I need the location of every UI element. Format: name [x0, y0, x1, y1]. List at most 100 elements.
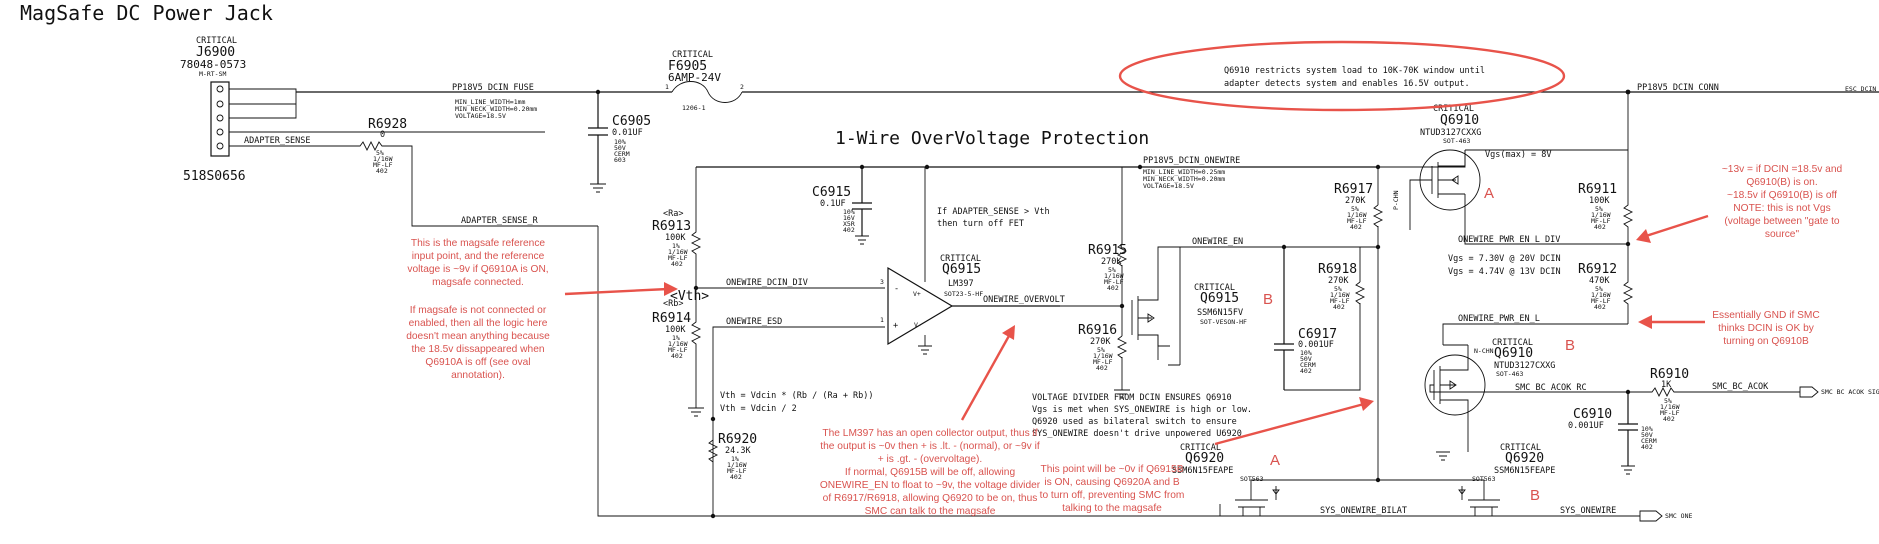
capacitor-c6905: C6905 0.01UF 10% 50V CERM 603: [588, 89, 651, 193]
svg-text:24.3K: 24.3K: [725, 446, 751, 456]
net-dcin-fuse: PP18V5_DCIN_FUSE: [452, 83, 534, 93]
svg-text:270K: 270K: [1101, 257, 1122, 267]
svg-text:Q6915: Q6915: [1200, 291, 1239, 306]
svg-text:Q6910: Q6910: [1440, 113, 1479, 128]
net-onewire-overvolt: ONEWIRE_OVERVOLT: [983, 295, 1065, 305]
svg-text:Q6910(B) is on.: Q6910(B) is on.: [1746, 177, 1817, 188]
svg-text:VOLTAGE DIVIDER FROM DCIN ENSU: VOLTAGE DIVIDER FROM DCIN ENSURES Q6910: [1032, 393, 1232, 403]
svg-text:0: 0: [380, 130, 385, 140]
svg-text:10%: 10%: [614, 138, 626, 146]
svg-text:CRITICAL: CRITICAL: [1433, 104, 1474, 114]
svg-text:R6911: R6911: [1578, 182, 1617, 197]
mosfet-q6910a: P-CHN CRITICAL Q6910 NTUD3127CXXG SOT-46…: [1392, 104, 1494, 212]
svg-text:the 18.5v dissappeared when: the 18.5v dissappeared when: [411, 344, 544, 355]
svg-text:402: 402: [671, 352, 683, 360]
svg-text:5%: 5%: [1097, 346, 1105, 354]
svg-text:402: 402: [1333, 303, 1345, 311]
svg-text:Vgs is met when SYS_ONEWIRE is: Vgs is met when SYS_ONEWIRE is high or l…: [1032, 405, 1252, 415]
svg-text:0.001UF: 0.001UF: [1298, 340, 1334, 350]
svg-text:X5R: X5R: [843, 220, 855, 228]
mosfet-q6910b: N-CHN CRITICAL Q6910 NTUD3127CXXG SOT-46…: [1424, 337, 1575, 420]
svg-text:VOLTAGE=18.5V: VOLTAGE=18.5V: [455, 112, 506, 120]
svg-text:5%: 5%: [1664, 397, 1672, 405]
svg-text:50V: 50V: [1641, 431, 1653, 439]
svg-text:0.1UF: 0.1UF: [820, 199, 846, 209]
svg-text:MF-LF: MF-LF: [1093, 358, 1113, 366]
svg-text:603: 603: [614, 156, 626, 164]
svg-text:SYS_ONEWIRE doesn't drive unpo: SYS_ONEWIRE doesn't drive unpowered U692…: [1032, 429, 1242, 439]
svg-text:ESC DCIN: ESC DCIN: [1845, 85, 1876, 93]
svg-text:SOT-463: SOT-463: [1443, 137, 1470, 145]
svg-text:0.001UF: 0.001UF: [1568, 421, 1604, 431]
annotation-lm397: The LM397 has an open collector output, …: [820, 325, 1041, 517]
svg-text:MF-LF: MF-LF: [373, 161, 393, 169]
svg-text:402: 402: [1350, 223, 1362, 231]
svg-text:MF-LF: MF-LF: [668, 346, 688, 354]
svg-text:SOT-463: SOT-463: [1496, 370, 1523, 378]
svg-text:Q6910 restricts system load to: Q6910 restricts system load to 10K-70K w…: [1224, 66, 1485, 76]
net-dcin-onewire: PP18V5_DCIN_ONEWIRE: [1143, 156, 1240, 166]
svg-text:402: 402: [1641, 443, 1653, 451]
svg-text:P-CHN: P-CHN: [1392, 190, 1400, 210]
svg-text:CERM: CERM: [614, 150, 630, 158]
svg-text:MIN_NECK_WIDTH=0.20mm: MIN_NECK_WIDTH=0.20mm: [1143, 175, 1225, 183]
svg-text:SOT23-5-HF: SOT23-5-HF: [944, 290, 983, 298]
svg-text:10%: 10%: [1641, 425, 1653, 433]
j6900-sub: M-RT-SM: [199, 70, 226, 78]
svg-text:R6912: R6912: [1578, 262, 1617, 277]
svg-text:B: B: [1530, 487, 1540, 504]
svg-text:5%: 5%: [1334, 285, 1342, 293]
svg-text:1: 1: [880, 316, 884, 324]
svg-text:5%: 5%: [376, 149, 384, 157]
svg-text:2: 2: [740, 83, 744, 91]
svg-text:LM397: LM397: [948, 279, 974, 289]
mosfet-q6915b: CRITICAL Q6915 B SSM6N15FV SOT-VESON-HF: [1131, 246, 1273, 360]
svg-text:MF-LF: MF-LF: [1660, 409, 1680, 417]
svg-text:Vgs(max) = 8V: Vgs(max) = 8V: [1485, 150, 1552, 160]
svg-text:is ON, causing Q6920A and B: is ON, causing Q6920A and B: [1044, 477, 1180, 488]
capacitor-c6915: C6915 0.1UF 10% 16V X5R 402: [812, 167, 872, 245]
svg-text:A: A: [1484, 185, 1494, 202]
svg-text:C6905: C6905: [612, 114, 651, 129]
svg-text:A: A: [1270, 452, 1280, 469]
connector-j6900: CRITICAL J6900 78048-0573 M-RT-SM: [180, 36, 660, 157]
svg-text:50V: 50V: [1300, 355, 1312, 363]
net-dcin-conn: PP18V5_DCIN_CONN: [1637, 83, 1719, 93]
net-smc-bc-acok: SMC_BC_ACOK: [1712, 382, 1769, 392]
svg-text:1%: 1%: [672, 242, 680, 250]
svg-text:+ is .gt. - (overvoltage).: + is .gt. - (overvoltage).: [878, 454, 982, 465]
svg-text:402: 402: [843, 226, 855, 234]
svg-text:V-: V-: [914, 321, 922, 329]
j6900-ref: J6900: [196, 45, 235, 60]
svg-text:SSM6N15FEAPE: SSM6N15FEAPE: [1494, 466, 1555, 476]
svg-text:R6918: R6918: [1318, 262, 1357, 277]
svg-text:thinks DCIN is OK by: thinks DCIN is OK by: [1718, 323, 1815, 334]
svg-text:CRITICAL: CRITICAL: [1194, 283, 1235, 293]
svg-text:(voltage between "gate to: (voltage between "gate to: [1724, 216, 1840, 227]
svg-text:1/16W: 1/16W: [668, 340, 688, 348]
net-onewire-dcin-div: ONEWIRE_DCIN_DIV: [726, 278, 808, 288]
svg-text:MF-LF: MF-LF: [668, 254, 688, 262]
svg-text:source": source": [1765, 229, 1800, 240]
svg-text:MF-LF: MF-LF: [1330, 297, 1350, 305]
svg-text:Vgs = 7.30V @ 20V DCIN: Vgs = 7.30V @ 20V DCIN: [1448, 254, 1561, 264]
net-adapter-sense: ADAPTER_SENSE: [244, 136, 311, 146]
svg-text:470K: 470K: [1589, 276, 1610, 286]
svg-text:+: +: [893, 321, 898, 331]
resistor-r6915: R6915 270K 5% 1/16W MF-LF 402: [1088, 243, 1127, 292]
mosfet-q6920a: CRITICAL Q6920 SSM6N15FEAPE SOT563 A: [1172, 443, 1378, 517]
resistor-r6914: <Rb> R6914 100K 1% 1/16W MF-LF 402: [652, 288, 704, 417]
annotation-13v: ~13v = if DCIN =18.5v and Q6910(B) is on…: [1636, 164, 1843, 243]
net-onewire-pwr-en-l: ONEWIRE_PWR_EN_L: [1458, 314, 1540, 324]
resistor-r6918: R6918 270K 5% 1/16W MF-LF 402: [1318, 262, 1366, 311]
svg-text:1/16W: 1/16W: [727, 461, 747, 469]
svg-text:1/16W: 1/16W: [1591, 291, 1611, 299]
svg-text:<Rb>: <Rb>: [663, 299, 683, 309]
svg-text:1: 1: [665, 83, 669, 91]
svg-text:the output is ~0v then + is .l: the output is ~0v then + is .lt. - (norm…: [820, 441, 1040, 452]
svg-text:SOT-VESON-HF: SOT-VESON-HF: [1200, 318, 1247, 326]
svg-text:402: 402: [376, 167, 388, 175]
svg-text:B: B: [1565, 337, 1575, 354]
j6900-critical: CRITICAL: [196, 36, 237, 46]
